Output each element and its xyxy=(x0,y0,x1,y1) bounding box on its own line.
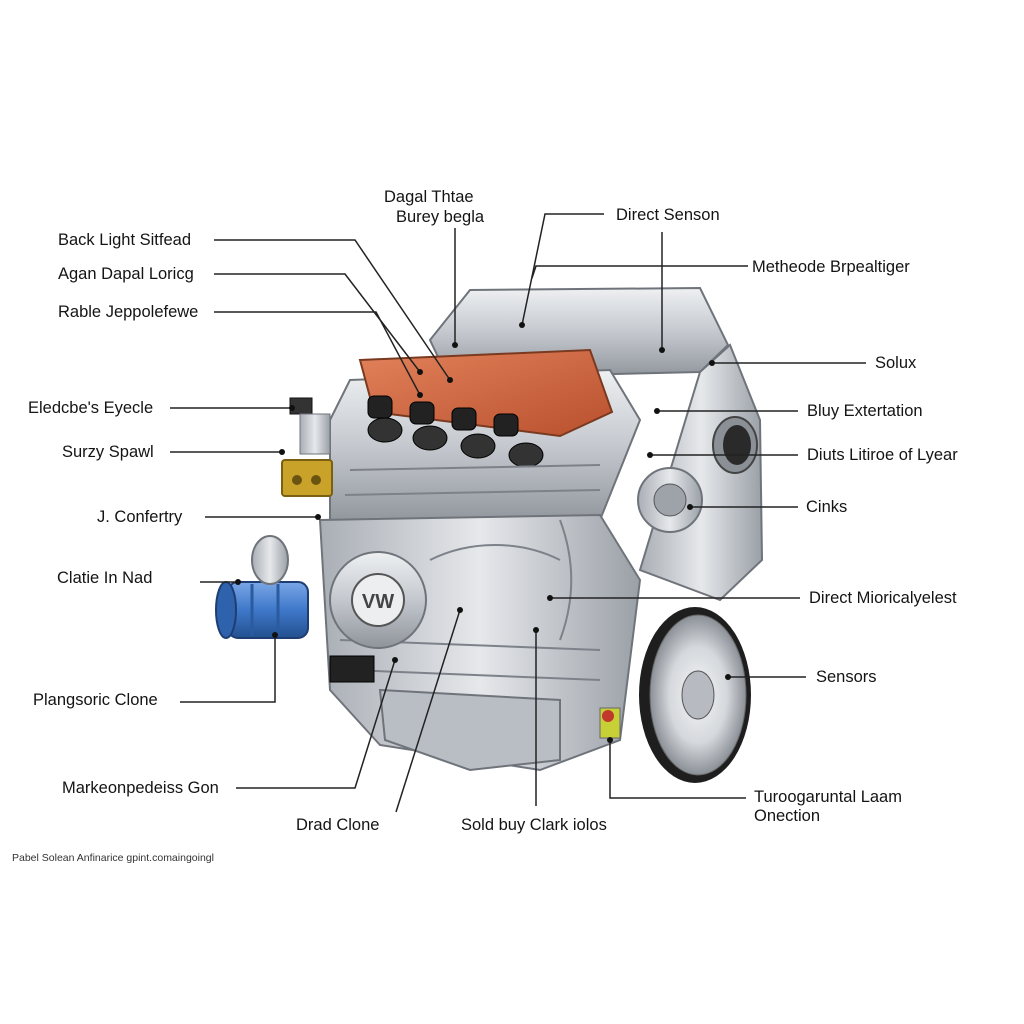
vw-emblem-icon xyxy=(351,573,405,627)
label-left-5: Surzy Spawl xyxy=(62,443,154,461)
label-left-6: J. Confertry xyxy=(97,508,183,526)
label-right-3: Solux xyxy=(875,354,917,372)
label-right-6: Cinks xyxy=(806,498,848,516)
label-top-center-2: Burey begla xyxy=(396,208,485,226)
label-bottom-right-1: Turoogaruntal Laam xyxy=(754,788,902,806)
label-right-7: Direct Mioricalyelest xyxy=(809,589,957,607)
leader-dots xyxy=(235,322,731,743)
label-right-2: Metheode Brpealtiger xyxy=(752,258,910,276)
label-left-1: Back Light Sitfead xyxy=(58,231,191,249)
label-right-5: Diuts Litiroe of Lyear xyxy=(807,446,958,464)
label-left-4: Eledcbe's Eyecle xyxy=(28,399,154,417)
blue-inlet xyxy=(215,581,309,639)
label-bottom-1: Drad Clone xyxy=(296,816,380,834)
connector-plug xyxy=(329,655,375,683)
label-left-2: Agan Dapal Loricg xyxy=(58,265,194,283)
label-right-8: Sensors xyxy=(816,668,877,686)
coil-packs xyxy=(367,395,544,468)
label-left-8: Plangsoric Clone xyxy=(33,691,158,709)
leader-lines xyxy=(170,213,866,813)
label-right-1: Direct Senson xyxy=(616,206,720,224)
label-left-9: Markeonpedeiss Gon xyxy=(62,779,219,797)
svg-text:VW: VW xyxy=(362,591,394,613)
label-top-center-1: Dagal Thtae xyxy=(384,188,474,206)
label-left-7: Clatie In Nad xyxy=(57,569,153,587)
label-left-3: Rable Jeppolefewe xyxy=(58,303,199,321)
sensor-block xyxy=(281,459,333,497)
footer-credit: Pabel Solean Anfinarice gpint.comaingoin… xyxy=(12,852,214,864)
label-bottom-2: Sold buy Clark iolos xyxy=(461,816,607,834)
label-bottom-right-2: Onection xyxy=(754,807,821,825)
engine-illustration: VW xyxy=(215,286,764,783)
oil-pan xyxy=(378,688,561,772)
label-right-4: Bluy Extertation xyxy=(807,402,923,420)
side-housing xyxy=(638,343,764,602)
